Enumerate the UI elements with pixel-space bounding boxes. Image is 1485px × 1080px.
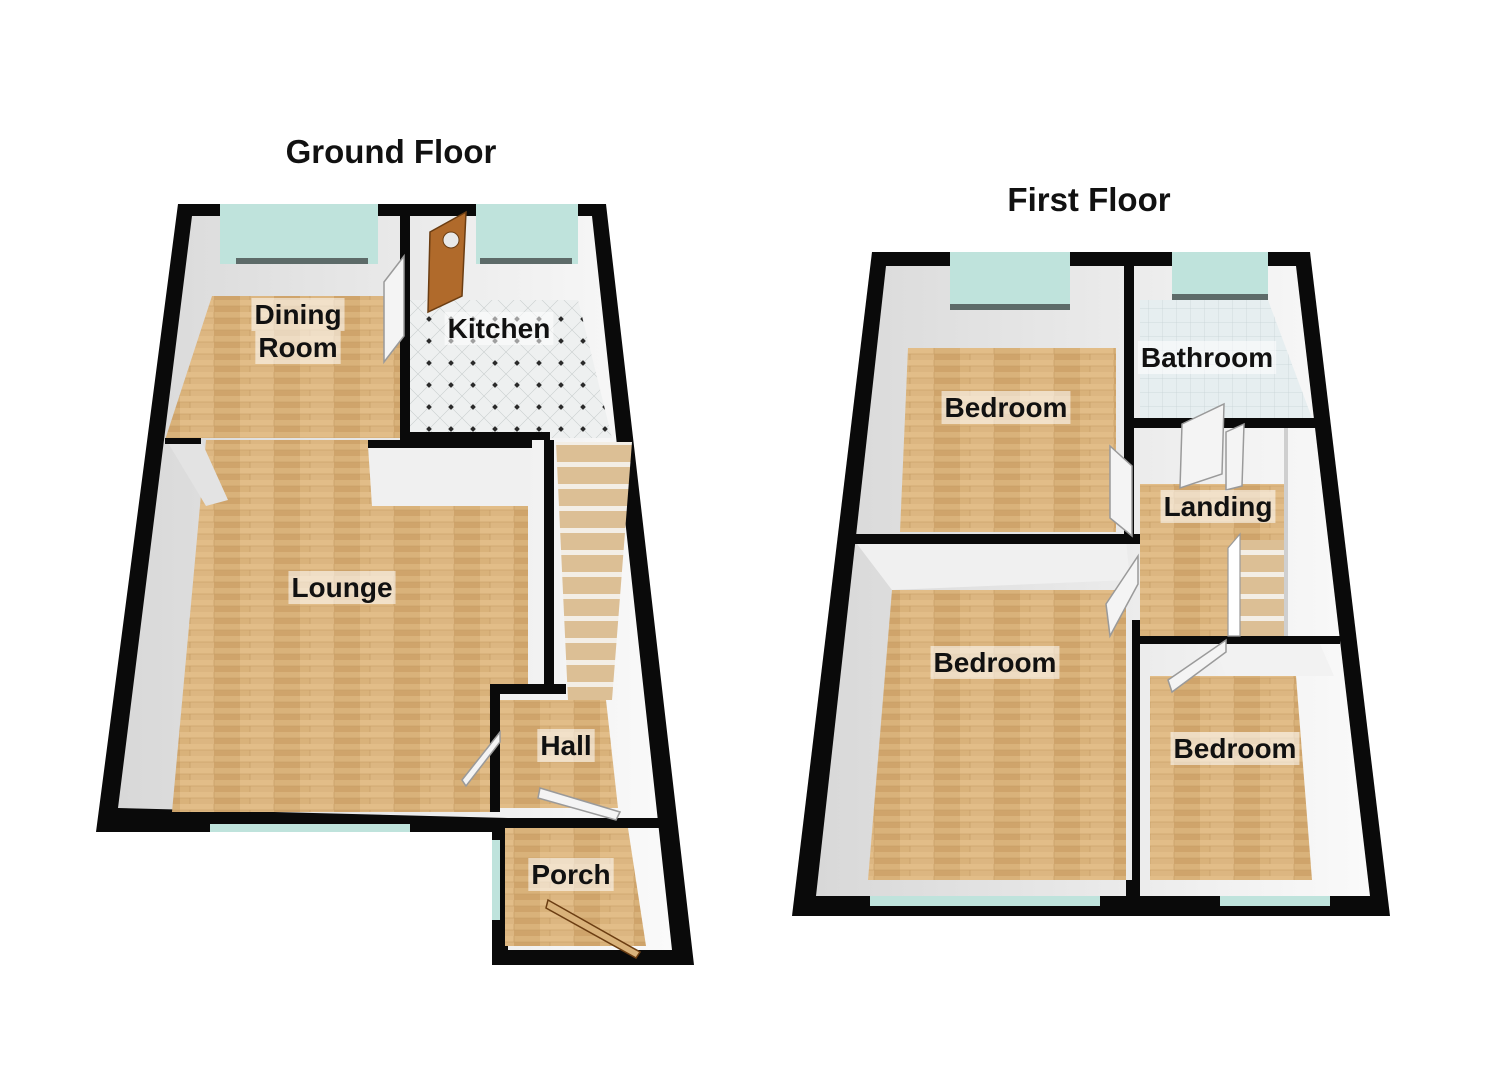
kitchen-door-glass-icon (442, 231, 460, 249)
kitchen-dividing-wall (400, 204, 410, 438)
room-label-backing (251, 298, 345, 331)
lounge-hall-door-icon (461, 729, 501, 788)
bedroom-divider-face (854, 540, 1130, 590)
bathroom-left-wall (1124, 252, 1134, 542)
room-label-backing (444, 312, 554, 345)
front-large-bedroom-floor (868, 590, 1126, 880)
front-bedroom-window (870, 896, 1100, 906)
lounge-partition-top (368, 440, 532, 448)
bedroom-divider-wall (854, 534, 1140, 544)
room-label-backing (255, 331, 341, 364)
front-small-bedroom-label: Bedroom (1174, 733, 1297, 764)
landing-balustrade (1227, 532, 1241, 637)
ground-stairs (556, 442, 632, 700)
front-large-bedroom-label: Bedroom (934, 647, 1057, 678)
rear-bedroom-door-icon (1109, 444, 1133, 538)
landing-label: Landing (1164, 491, 1273, 522)
room-label-backing (930, 646, 1060, 679)
bathroom-window (1172, 252, 1268, 300)
first-floor: First Floor Bathroom Bedroom Landing Bed… (792, 181, 1390, 916)
stair-wall (544, 440, 554, 685)
landing-left-wall (1132, 620, 1140, 916)
hall-stub-wall (490, 684, 566, 812)
kitchen-lower-wall (400, 432, 550, 440)
lounge-floor (172, 440, 528, 812)
front-small-bedroom-floor (1150, 676, 1312, 880)
room-label-backing (288, 571, 396, 604)
room-label-backing (941, 391, 1071, 424)
hall-label: Hall (540, 730, 591, 761)
kitchen-window (476, 204, 578, 264)
dining-lounge-wall (165, 438, 201, 444)
porch-side-window (492, 840, 500, 920)
kitchen-window-sill (480, 258, 572, 264)
lounge-partition (368, 446, 530, 506)
room-label-backing (1137, 341, 1277, 374)
lounge-front-window (210, 824, 410, 832)
bathroom-label: Bathroom (1141, 342, 1273, 373)
ground-floor: Ground Floor Dining Room Kitchen Lounge … (96, 133, 694, 965)
bathroom-bottom-wall (1134, 418, 1318, 428)
ground-floor-title: Ground Floor (286, 133, 497, 170)
small-bedroom-top-wall (1140, 636, 1340, 644)
small-bedroom-window (1220, 896, 1330, 906)
rear-bedroom-label: Bedroom (945, 392, 1068, 423)
lounge-label: Lounge (291, 572, 392, 603)
porch-front-door-icon (545, 898, 642, 959)
small-bedroom-wall-face (1214, 644, 1334, 676)
dining-room-floor (165, 296, 400, 440)
dining-room-label: Dining (254, 299, 341, 330)
room-label-backing (1160, 490, 1276, 523)
first-floor-title: First Floor (1007, 181, 1170, 218)
dining-kitchen-door-icon (383, 253, 405, 365)
cupboard-door-icon (1225, 422, 1245, 491)
hall-porch-door-icon (537, 787, 622, 821)
room-label-backing (537, 729, 595, 762)
porch-label: Porch (531, 859, 610, 890)
dining-window (220, 204, 378, 264)
rear-bedroom-window-sill (950, 304, 1070, 310)
porch-top-wall (492, 818, 662, 828)
first-stairs (1240, 540, 1284, 636)
small-bedroom-door-icon (1167, 638, 1227, 694)
room-label-backing (528, 858, 614, 891)
bathroom-window-sill (1172, 294, 1268, 300)
front-bedroom-door-icon (1105, 553, 1139, 639)
landing-right-wall (1284, 428, 1288, 636)
dining-room-label-line2: Room (258, 332, 337, 363)
bathroom-door-icon (1179, 402, 1225, 490)
rear-bedroom-floor (900, 348, 1116, 532)
kitchen-label: Kitchen (448, 313, 551, 344)
dining-left-jamb (165, 438, 228, 506)
room-label-backing (1170, 732, 1300, 765)
small-bedroom-divider (1126, 880, 1140, 916)
rear-bedroom-window (950, 252, 1070, 310)
dining-window-sill (236, 258, 368, 264)
